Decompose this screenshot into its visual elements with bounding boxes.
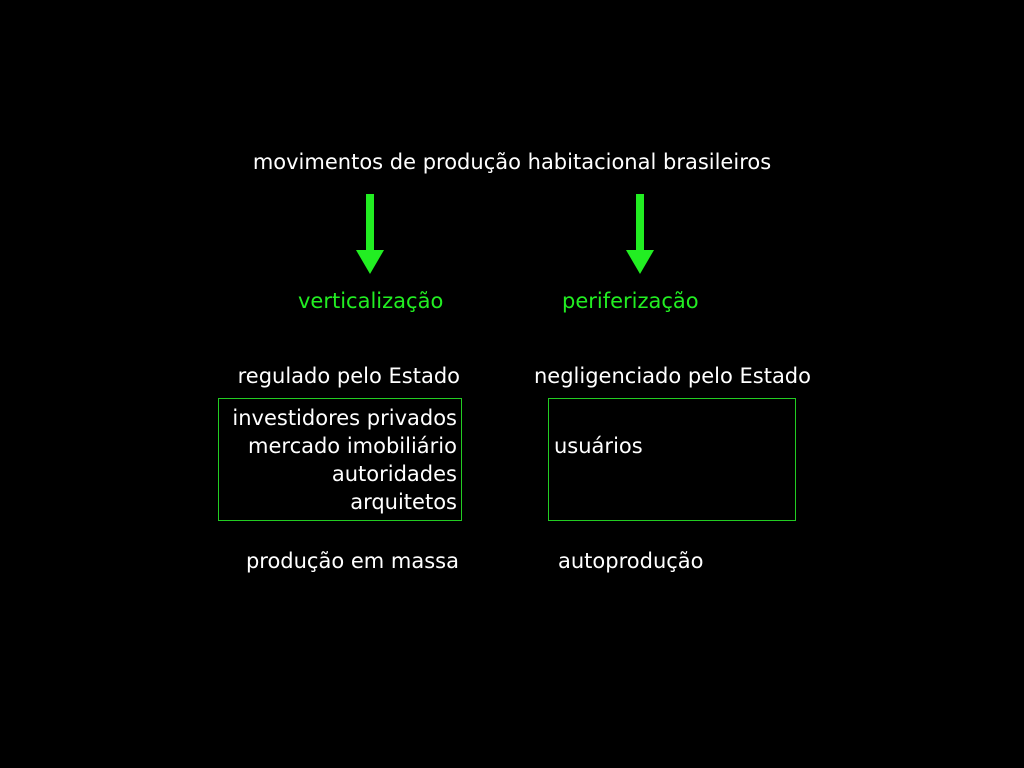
diagram-title: movimentos de produção habitacional bras… <box>252 150 772 174</box>
list-item: usuários <box>554 434 643 458</box>
right-regulation: negligenciado pelo Estado <box>534 364 811 388</box>
right-production: autoprodução <box>558 549 704 573</box>
arrow-down-icon <box>626 194 654 274</box>
right-heading: periferização <box>562 289 699 313</box>
right-actors-box <box>548 398 796 521</box>
left-actors-list: investidores privados mercado imobiliári… <box>220 404 457 516</box>
left-regulation: regulado pelo Estado <box>237 364 460 388</box>
left-production: produção em massa <box>245 549 459 573</box>
list-item: mercado imobiliário <box>248 434 457 458</box>
list-item: autoridades <box>331 462 457 486</box>
list-item: investidores privados <box>232 406 457 430</box>
left-heading: verticalização <box>298 289 444 313</box>
right-actors-list: usuários <box>554 432 643 460</box>
arrow-down-icon <box>356 194 384 274</box>
left-actors-box <box>218 398 462 521</box>
list-item: arquitetos <box>350 490 457 514</box>
